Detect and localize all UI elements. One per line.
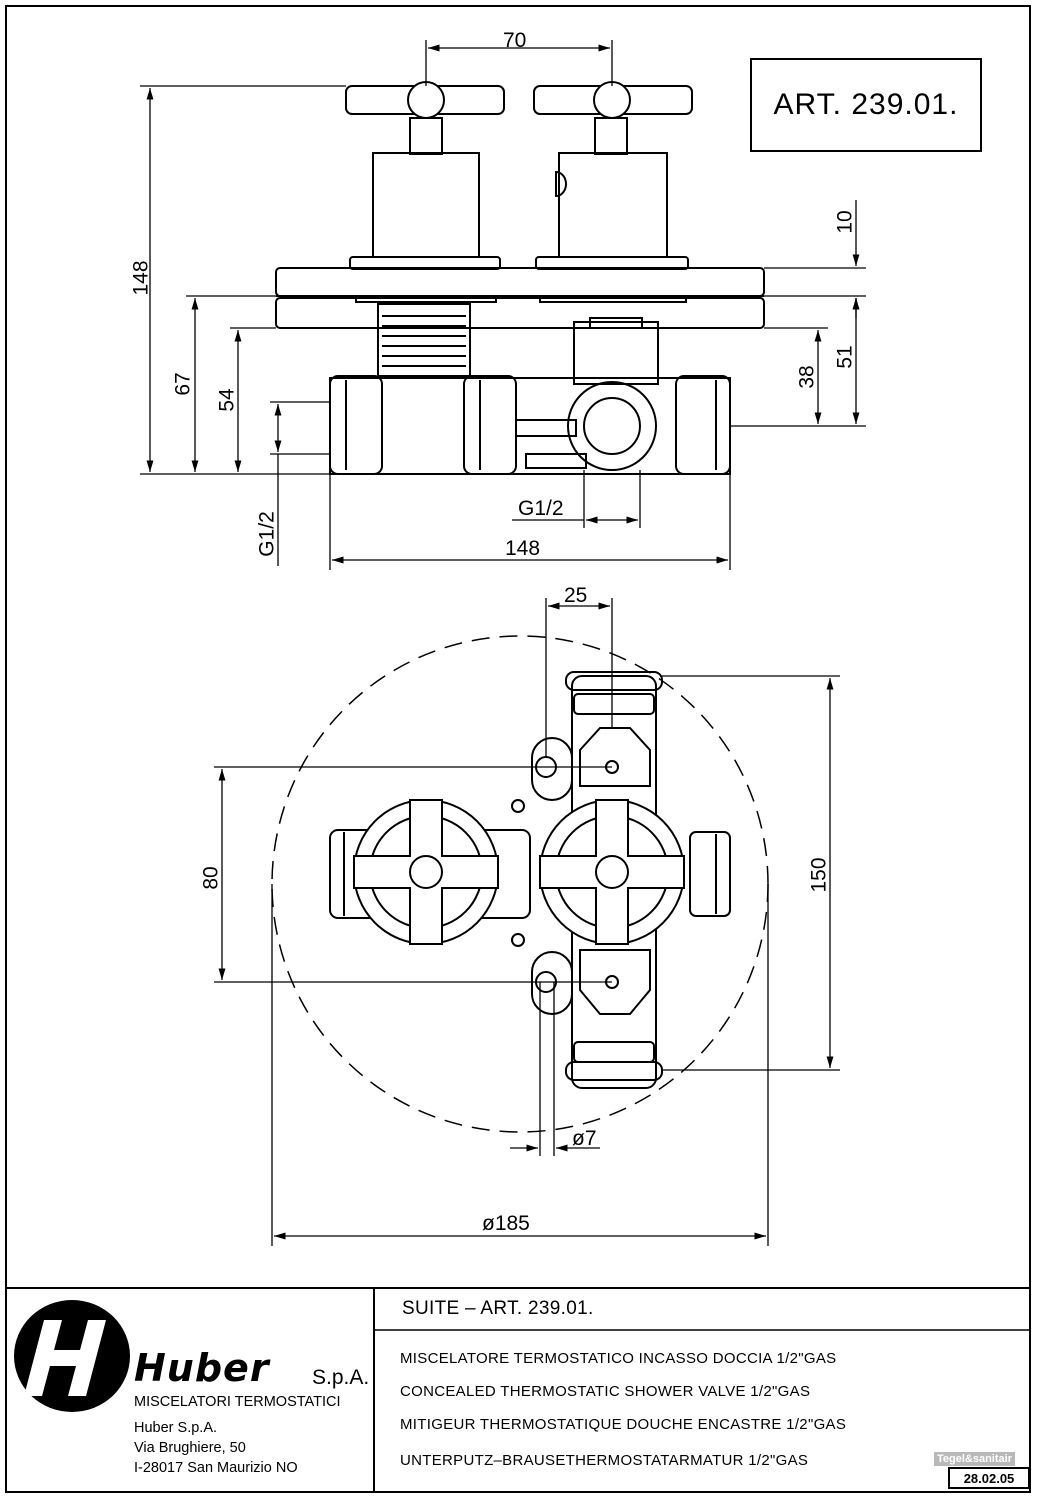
plan-view (271, 635, 769, 1133)
suite-title: SUITE – ART. 239.01. (402, 1298, 594, 1319)
dim-overall-diameter: ø185 (482, 1212, 530, 1235)
watermark: Tegel&sanitair (934, 1452, 1015, 1466)
dim-70: 70 (503, 29, 527, 52)
sheet-border (5, 5, 1031, 1493)
description-italian: MISCELATORE TERMOSTATICO INCASSO DOCCIA … (400, 1350, 837, 1367)
article-number: ART. 239.01. (773, 88, 959, 121)
dim-148-width: 148 (505, 537, 541, 560)
description-german: UNTERPUTZ–BRAUSETHERMOSTATARMATUR 1/2"GA… (400, 1452, 809, 1469)
plan-dimensions (214, 598, 840, 1246)
dim-54: 54 (215, 388, 239, 412)
front-dimensions (140, 40, 866, 570)
article-number-box: ART. 239.01. (750, 58, 982, 152)
address-street: Via Brughiere, 50 (134, 1440, 246, 1456)
dim-150: 150 (807, 857, 831, 893)
dim-25: 25 (564, 584, 588, 607)
dim-g12-left: G1/2 (255, 511, 279, 557)
dim-38: 38 (795, 365, 819, 389)
address-city: I-28017 San Maurizio NO (134, 1460, 298, 1476)
dim-g12-bottom: G1/2 (518, 497, 564, 520)
dim-10: 10 (833, 210, 857, 234)
address-company: Huber S.p.A. (134, 1420, 218, 1436)
dim-148-height: 148 (129, 260, 153, 296)
brand-suffix: S.p.A. (312, 1366, 370, 1389)
dim-hole-diameter: ø7 (572, 1127, 597, 1150)
description-english: CONCEALED THERMOSTATIC SHOWER VALVE 1/2"… (400, 1383, 811, 1400)
description-french: MITIGEUR THERMOSTATIQUE DOUCHE ENCASTRE … (400, 1416, 847, 1433)
dim-51: 51 (833, 345, 857, 369)
dim-80: 80 (199, 866, 223, 890)
drawing-date: 28.02.05 (948, 1467, 1030, 1489)
dim-67: 67 (171, 372, 195, 396)
drawing-date-text: 28.02.05 (963, 1470, 1015, 1486)
brand-tagline: MISCELATORI TERMOSTATICI (134, 1394, 341, 1410)
huber-logo-mark (14, 1300, 130, 1412)
front-view (275, 81, 765, 475)
brand-name: Huber (134, 1346, 270, 1390)
